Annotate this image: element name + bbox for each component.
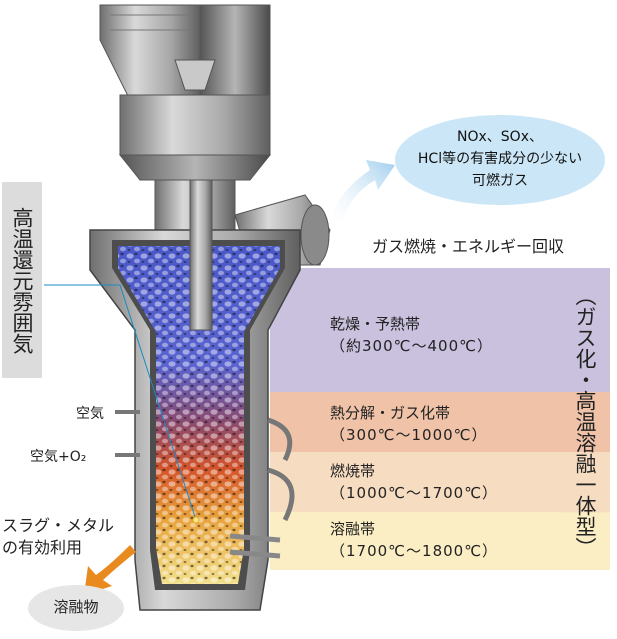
molten-product-label: 溶融物 [53, 598, 99, 616]
atmosphere-label: 高温還元雰囲気 [2, 182, 42, 378]
furnace-type-label: （ガス化・高温溶融一体型） [573, 284, 597, 558]
slag-metal-label: スラグ・メタル の有効利用 [2, 515, 114, 559]
gas-cloud [395, 115, 605, 205]
slag-line-1: スラグ・メタル [2, 516, 115, 535]
zone-combustion: 燃焼帯 （1000℃～1700℃） [330, 460, 498, 504]
pyrolysis-zone-band [270, 392, 580, 452]
gas-line-3: 可燃ガス [472, 173, 528, 189]
zone-drying-temp: （約300℃～400℃） [330, 337, 493, 355]
energy-recovery-label: ガス燃焼・エネルギー回収 [372, 237, 565, 256]
gas-line-1: NOx、SOx、 [457, 129, 543, 145]
drying-zone-band [270, 268, 580, 392]
zone-pyrolysis: 熱分解・ガス化帯 （300℃～1000℃） [330, 402, 488, 446]
zone-drying-name: 乾燥・予熱帯 [330, 315, 421, 333]
zone-pyrolysis-name: 熱分解・ガス化帯 [330, 404, 451, 422]
type-label-band [560, 268, 610, 570]
gas-line-2: HCl等の有害成分の少ない [417, 151, 583, 167]
zone-drying: 乾燥・予熱帯 （約300℃～400℃） [330, 313, 493, 357]
zone-combustion-name: 燃焼帯 [330, 462, 376, 480]
combustion-zone-band [270, 452, 580, 512]
molten-product-bubble [28, 585, 124, 631]
gas-description: NOx、SOx、 HCl等の有害成分の少ない 可燃ガス [400, 126, 600, 192]
air-input-label: 空気 [76, 406, 104, 422]
zone-melting-name: 溶融帯 [330, 520, 376, 538]
melting-zone-band [270, 512, 580, 570]
zone-melting: 溶融帯 （1700℃～1800℃） [330, 518, 498, 562]
zone-melting-temp: （1700℃～1800℃） [330, 542, 499, 560]
zone-combustion-temp: （1000℃～1700℃） [330, 484, 499, 502]
air-oxygen-input-label: 空気+O₂ [30, 449, 87, 465]
slag-line-2: の有効利用 [2, 538, 83, 557]
zone-pyrolysis-temp: （300℃～1000℃） [330, 426, 488, 444]
